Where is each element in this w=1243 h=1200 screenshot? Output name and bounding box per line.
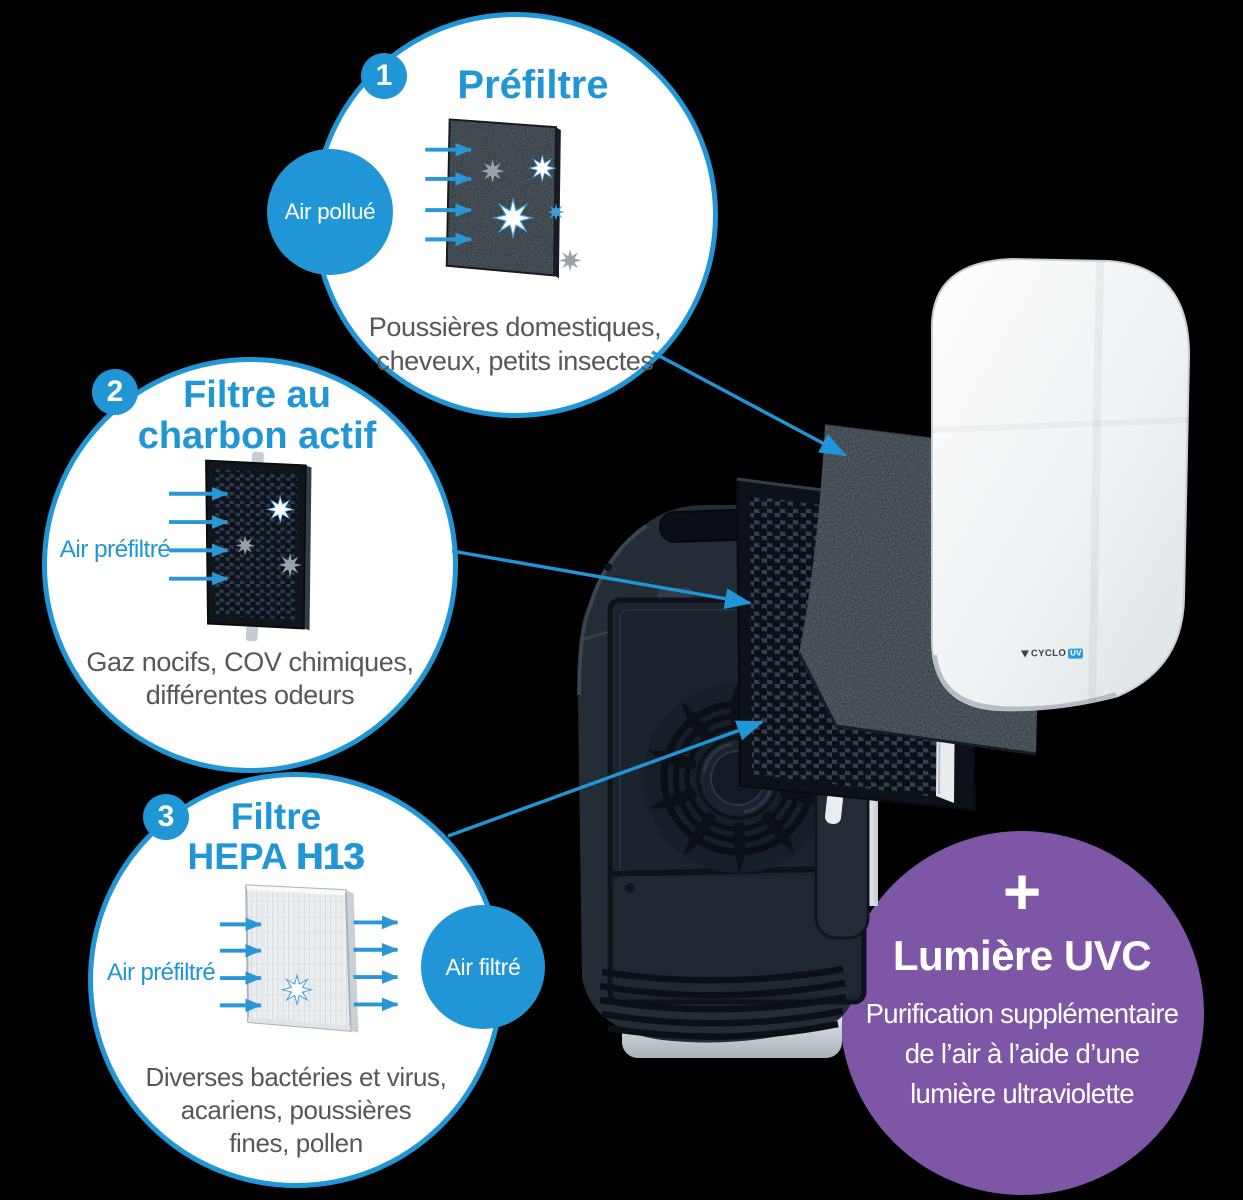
step-3-title-line-1: Filtre <box>230 796 322 837</box>
prefilter-sheet-graphic <box>445 118 561 279</box>
step-1-title: Préfiltre <box>457 63 609 107</box>
step-2-title-line-1: Filtre au <box>183 374 331 416</box>
uvc-title: Lumière UVC <box>892 932 1152 979</box>
step-3-caption: Diverses bactéries et virus, acariens, p… <box>93 1061 499 1160</box>
air-prefiltre-label-step2: Air préfiltré <box>59 536 171 563</box>
step-2-caption-line-1: Gaz nocifs, COV chimiques, <box>86 647 414 677</box>
connector-arrows <box>447 350 847 838</box>
uvc-light-bubble: + Lumière UVC Purification supplémentair… <box>840 831 1204 1195</box>
step-3-number: 3 <box>157 800 175 833</box>
step-2-caption: Gaz nocifs, COV chimiques, différentes o… <box>47 646 453 712</box>
brand-logo-icon <box>1020 650 1030 658</box>
step-1-caption-line-1: Poussières domestiques, <box>368 312 662 342</box>
vent-slats <box>599 965 847 1040</box>
brand-logo: CYCLO UV <box>1020 647 1084 660</box>
carbon-filter-graphic <box>205 451 312 642</box>
step-1-prefilter-bubble: 1 Préfiltre Air pollué <box>267 12 718 418</box>
device-base <box>622 1002 842 1058</box>
hepa-text: HEPA <box>187 836 288 877</box>
device-front-cover <box>930 257 1191 712</box>
step-2-carbon-filter-bubble: 2 Filtre au charbon actif Air préfiltré <box>42 357 458 773</box>
air-prefiltre-label-step3: Air préfiltré <box>106 959 216 986</box>
airflow-in-arrows-icon <box>219 917 262 1013</box>
air-pollue-circle: Air pollué <box>267 149 393 275</box>
airflow-out-arrows-icon <box>353 915 399 1012</box>
uvc-caption: Purification supplémentaire de l’air à l… <box>840 994 1204 1114</box>
virus-particle-icon <box>280 973 314 1007</box>
step-2-caption-line-2: différentes odeurs <box>145 680 355 710</box>
step-2-number-badge: 2 <box>92 369 138 415</box>
step-3-caption-line-1: Diverses bactéries et virus, <box>145 1062 447 1092</box>
uvc-caption-line-3: lumière ultraviolette <box>910 1078 1134 1109</box>
step-3-number-badge: 3 <box>143 794 189 840</box>
uvc-caption-line-1: Purification supplémentaire <box>865 998 1180 1029</box>
air-pollue-label: Air pollué <box>284 199 376 224</box>
prefilter-fleece-sheet <box>797 424 1043 756</box>
step-3-caption-line-2: acariens, poussières <box>180 1095 412 1125</box>
step-1-caption-line-2: cheveux, petits insectes <box>376 346 654 376</box>
step-1-number: 1 <box>375 59 393 92</box>
step-2-number: 2 <box>106 375 124 408</box>
carbon-honeycomb-filter <box>735 477 977 812</box>
step-1-number-badge: 1 <box>361 53 407 99</box>
device-body <box>577 505 878 1043</box>
h13-text: H13 <box>296 836 365 877</box>
device-fan <box>643 683 833 873</box>
gas-particles-icon <box>235 494 302 577</box>
air-filtre-label: Air filtré <box>445 953 521 980</box>
air-filtre-circle: Air filtré <box>421 905 545 1029</box>
connector-arrow-carbon-filter <box>451 549 752 610</box>
uvc-caption-line-2: de l’air à l’aide d’une <box>904 1038 1140 1069</box>
hepa-panel-graphic <box>245 884 359 1033</box>
step-3-caption-line-3: fines, pollen <box>229 1128 363 1158</box>
step-1-caption: Poussières domestiques, cheveux, petits … <box>317 310 713 378</box>
airflow-in-arrows-icon <box>425 142 473 247</box>
brand-uv-badge: UV <box>1068 647 1084 659</box>
brand-name: CYCLO <box>1030 647 1067 660</box>
dust-particles-icon <box>480 153 582 272</box>
plus-icon: + <box>1002 854 1042 928</box>
step-2-title-line-2: charbon actif <box>137 415 377 457</box>
step-2-title: Filtre au charbon actif <box>47 375 453 457</box>
carry-handle-cutout <box>659 508 749 544</box>
